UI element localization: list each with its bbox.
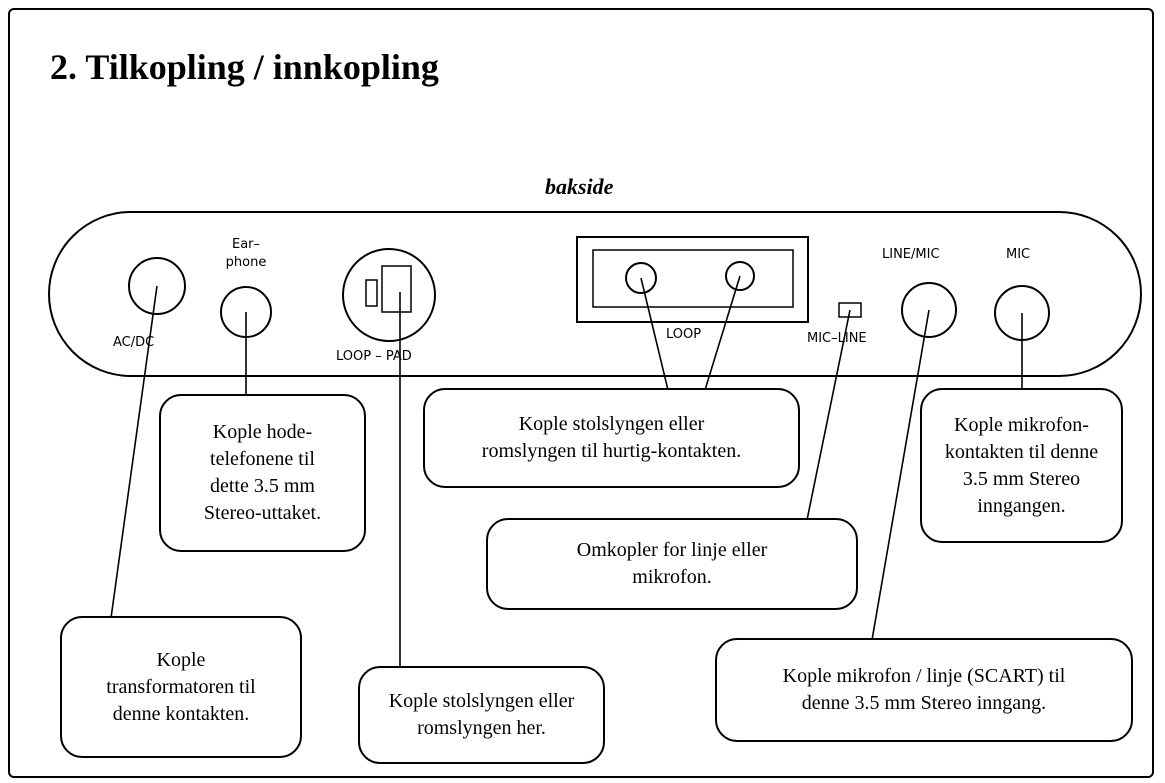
loop-connector-outer bbox=[576, 236, 809, 323]
loop-pad-small-slot bbox=[365, 279, 378, 307]
leader-line-power bbox=[110, 285, 158, 619]
mic-line-switch bbox=[838, 302, 862, 318]
leader-line-line-mic bbox=[871, 309, 930, 641]
section-title: 2. Tilkopling / innkopling bbox=[50, 47, 439, 87]
device-back-panel bbox=[48, 211, 1142, 377]
loop-jack-left bbox=[625, 262, 657, 294]
loop-pad-label: LOOP – PAD bbox=[336, 349, 412, 364]
callout-power: Kople transformatoren til denne kontakte… bbox=[60, 616, 302, 758]
acdc-label: AC/DC bbox=[113, 335, 155, 350]
callout-earphone: Kople hode- telefonene til dette 3.5 mm … bbox=[159, 394, 366, 552]
mic-line-label: MIC–LINE bbox=[807, 331, 867, 346]
line-mic-label: LINE/MIC bbox=[882, 247, 940, 262]
callout-loop-pad: Kople stolslyngen eller romslyngen her. bbox=[358, 666, 605, 764]
acdc-jack bbox=[128, 257, 186, 315]
leader-line-switch bbox=[806, 309, 851, 521]
callout-mic-line-switch: Omkopler for linje eller mikrofon. bbox=[486, 518, 858, 610]
leader-line-loop-left bbox=[640, 277, 669, 391]
loop-label: LOOP bbox=[666, 327, 702, 342]
callout-mic-jack: Kople mikrofon- kontakten til denne 3.5 … bbox=[920, 388, 1123, 543]
panel-side-label: bakside bbox=[545, 174, 614, 199]
leader-line-loop-right bbox=[704, 275, 741, 391]
loop-connector-inner bbox=[592, 249, 794, 308]
mic-label: MIC bbox=[1006, 247, 1031, 262]
loop-pad-socket bbox=[342, 248, 436, 342]
line-mic-jack bbox=[901, 282, 957, 338]
loop-jack-right bbox=[725, 261, 755, 291]
callout-line-mic: Kople mikrofon / linje (SCART) til denne… bbox=[715, 638, 1133, 742]
callout-loop-connector: Kople stolslyngen eller romslyngen til h… bbox=[423, 388, 800, 488]
earphone-label: Ear– phone bbox=[225, 237, 267, 270]
loop-pad-large-slot bbox=[381, 265, 412, 313]
